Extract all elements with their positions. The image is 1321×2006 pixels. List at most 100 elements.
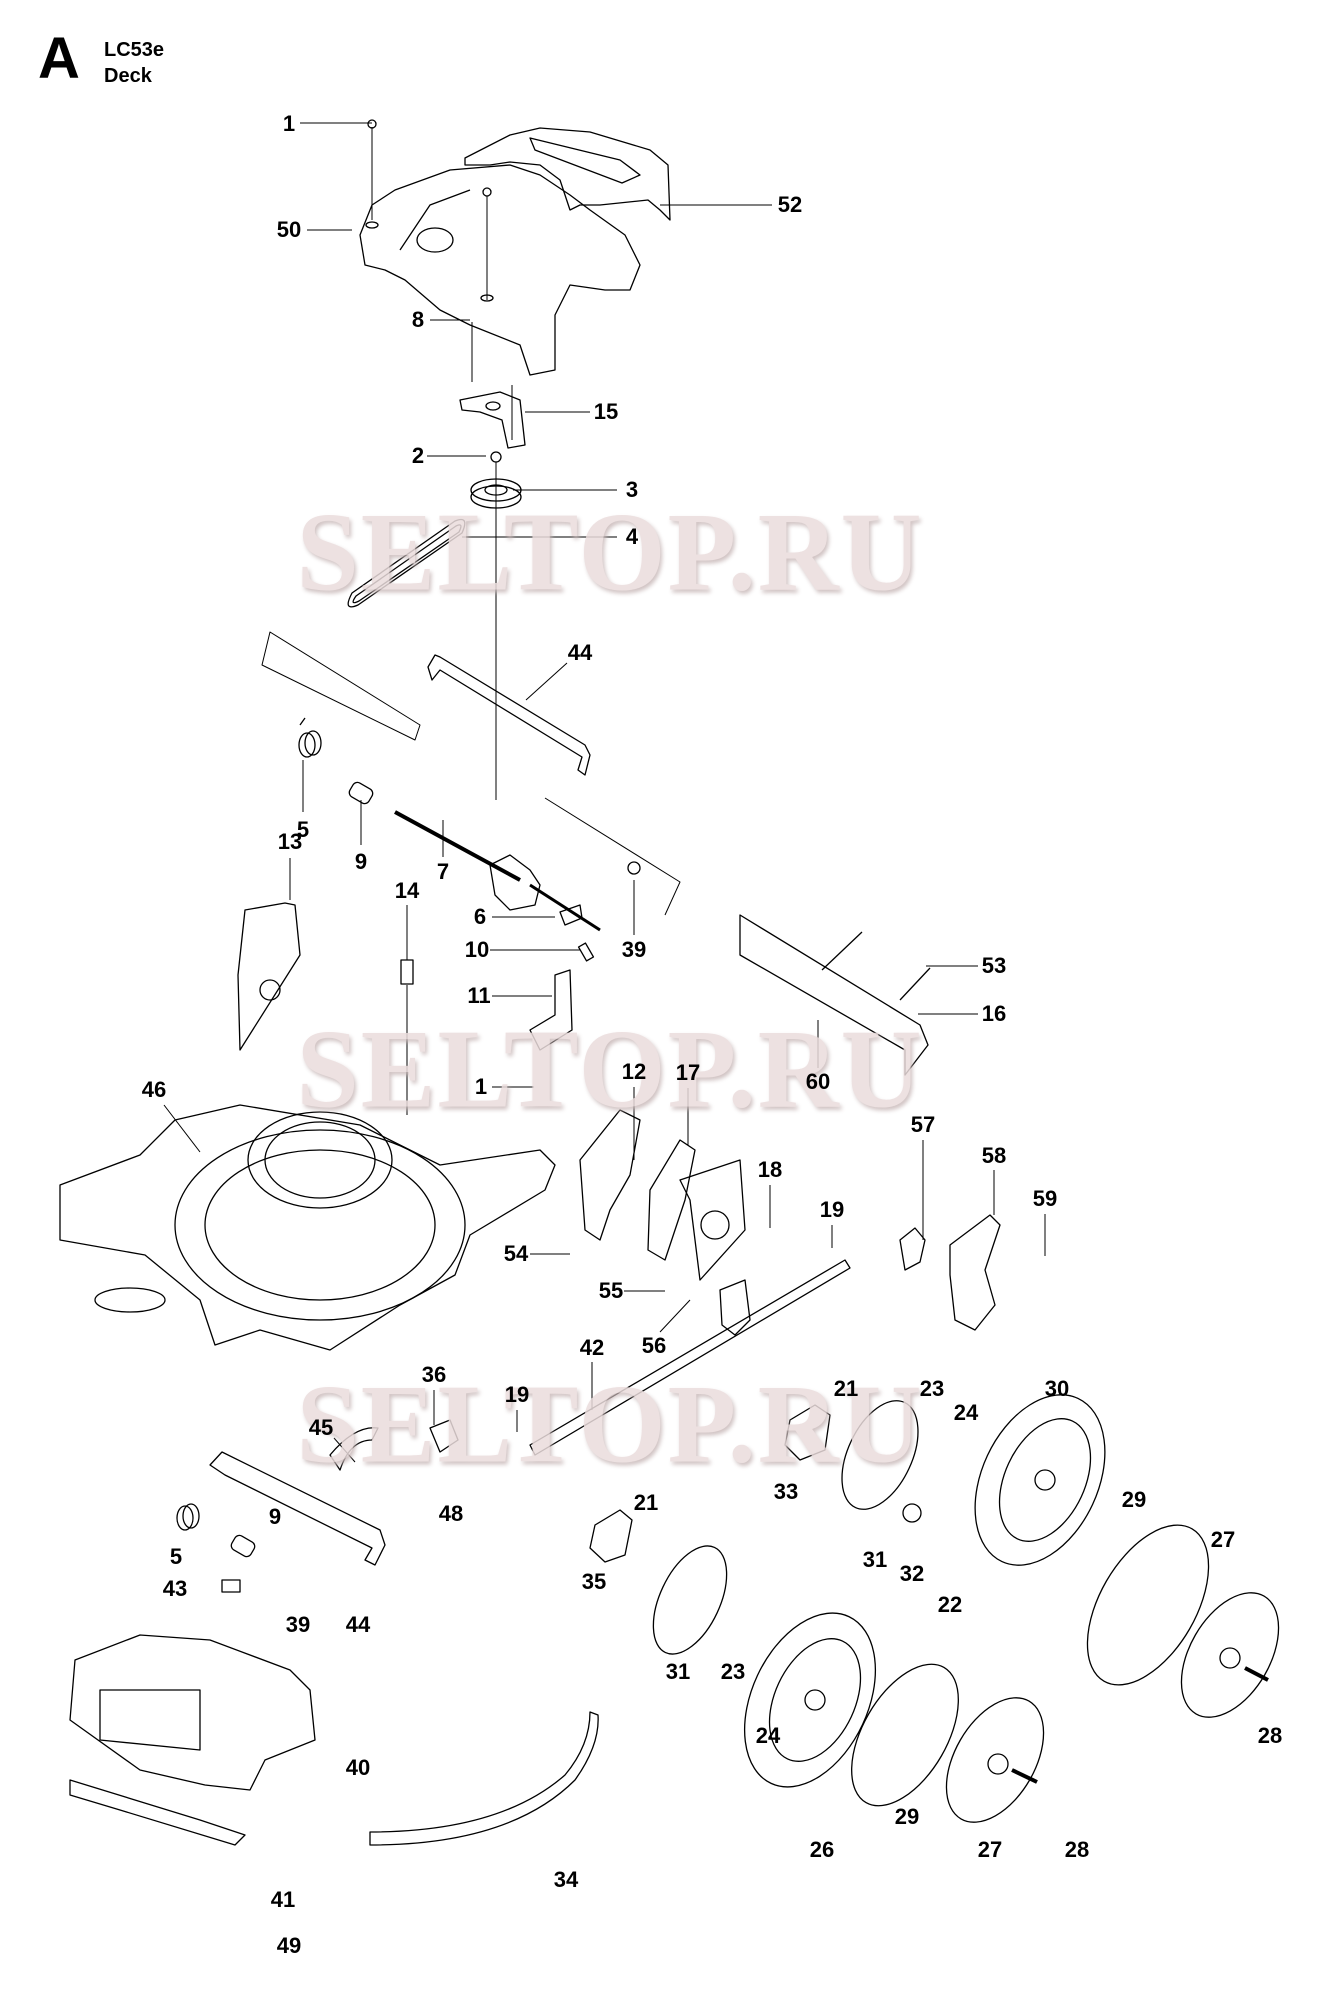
part-35-bracket	[589, 1509, 633, 1563]
part-2-nut	[490, 451, 502, 463]
part-6-cam	[559, 904, 583, 926]
part-callout-36: 36	[421, 1362, 447, 1387]
part-callout-30: 30	[1044, 1376, 1070, 1401]
part-callout-34: 34	[553, 1867, 579, 1892]
part-callout-9: 9	[268, 1504, 282, 1529]
part-31-hubcap-upper	[841, 1400, 919, 1510]
part-13-plate	[237, 902, 301, 1051]
part-4-belt	[347, 518, 466, 608]
part-14-stud	[400, 959, 414, 985]
part-callout-52: 52	[777, 192, 803, 217]
part-callout-35: 35	[581, 1569, 607, 1594]
part-40-rear-cover	[69, 1634, 316, 1791]
part-callout-24: 24	[755, 1723, 781, 1748]
part-56-cover	[719, 1279, 751, 1336]
part-34-strip	[369, 1711, 599, 1846]
part-callout-31: 31	[665, 1659, 691, 1684]
leader-lines	[163, 122, 1046, 1463]
part-44-bracket-top	[261, 631, 681, 916]
part-7-axle	[394, 810, 521, 882]
part-callout-29: 29	[894, 1804, 920, 1829]
part-callout-58: 58	[981, 1143, 1007, 1168]
part-callout-46: 46	[141, 1077, 167, 1102]
part-12-handle-bracket	[579, 1109, 641, 1241]
part-16-rail	[739, 914, 931, 1076]
part-callout-44: 44	[567, 640, 593, 665]
part-callout-17: 17	[675, 1060, 701, 1085]
part-3-pulley	[470, 478, 522, 509]
part-callout-14: 14	[394, 878, 420, 903]
part-callout-27: 27	[977, 1837, 1003, 1862]
part-15-bracket	[459, 391, 526, 449]
part-callout-54: 54	[503, 1241, 529, 1266]
part-callout-49: 49	[276, 1933, 302, 1958]
part-17-handle-bracket	[647, 1139, 746, 1281]
part-callout-23: 23	[919, 1376, 945, 1401]
part-callout-21: 21	[833, 1376, 859, 1401]
part-callout-22: 22	[937, 1592, 963, 1617]
part-52-cover	[464, 127, 671, 221]
part-callout-27: 27	[1210, 1527, 1236, 1552]
part-callout-16: 16	[981, 1001, 1007, 1026]
part-callout-5: 5	[169, 1544, 183, 1569]
part-callout-21: 21	[633, 1490, 659, 1515]
part-callout-45: 45	[308, 1415, 334, 1440]
part-30-wheel	[974, 1394, 1106, 1566]
part-42-rod	[529, 1259, 851, 1456]
part-callout-57: 57	[910, 1112, 936, 1137]
part-callout-8: 8	[411, 307, 425, 332]
part-28-bolt-lower	[1011, 1768, 1038, 1784]
model-name: LC53e	[104, 39, 165, 61]
part-27-hubcap-lower	[945, 1697, 1045, 1823]
part-5-spring	[298, 717, 322, 758]
part-callout-7: 7	[436, 859, 450, 884]
part-callout-43: 43	[162, 1576, 188, 1601]
part-39-nut	[627, 861, 641, 875]
part-callout-31: 31	[862, 1547, 888, 1572]
part-callout-59: 59	[1032, 1186, 1058, 1211]
part-28-bolt-upper	[1244, 1666, 1269, 1682]
part-32-gear	[902, 1503, 922, 1523]
part-callout-23: 23	[720, 1659, 746, 1684]
part-callout-19: 19	[819, 1197, 845, 1222]
part-29-tire-ring-lower	[851, 1663, 959, 1807]
part-11-bracket	[529, 969, 573, 1051]
part-callout-56: 56	[641, 1333, 667, 1358]
part-callout-39: 39	[285, 1612, 311, 1637]
part-callout-1: 1	[474, 1074, 488, 1099]
part-callout-9: 9	[354, 849, 368, 874]
part-callout-4: 4	[625, 524, 639, 549]
part-callout-3: 3	[625, 477, 639, 502]
part-callout-32: 32	[899, 1561, 925, 1586]
part-58-lever	[949, 1214, 1001, 1331]
section-letter: A	[38, 26, 80, 91]
part-26-wheel	[743, 1612, 877, 1788]
part-callout-15: 15	[593, 399, 619, 424]
part-callout-39: 39	[621, 937, 647, 962]
part-callout-50: 50	[276, 217, 302, 242]
part-callout-29: 29	[1121, 1487, 1147, 1512]
part-44-bracket-lower	[209, 1451, 386, 1566]
part-9-bushing	[348, 781, 374, 805]
part-callout-42: 42	[579, 1335, 605, 1360]
gearbox	[489, 854, 601, 932]
part-callout-53: 53	[981, 953, 1007, 978]
part-callout-28: 28	[1064, 1837, 1090, 1862]
part-callout-13: 13	[277, 829, 303, 854]
part-callout-48: 48	[438, 1501, 464, 1526]
part-50-housing	[359, 119, 641, 376]
part-callout-60: 60	[805, 1069, 831, 1094]
part-41-flap	[69, 1779, 246, 1846]
part-callout-44: 44	[345, 1612, 371, 1637]
part-29-tire-ring-upper	[1086, 1524, 1210, 1686]
part-callout-1: 1	[282, 111, 296, 136]
part-callout-26: 26	[809, 1837, 835, 1862]
part-callout-2: 2	[411, 443, 425, 468]
part-callout-5: 5	[296, 817, 310, 842]
part-36-bracket	[429, 1419, 459, 1453]
part-callout-55: 55	[598, 1278, 624, 1303]
part-callout-41: 41	[270, 1887, 296, 1912]
part-31-hubcap-lower	[652, 1545, 728, 1655]
part-callout-12: 12	[621, 1059, 647, 1084]
